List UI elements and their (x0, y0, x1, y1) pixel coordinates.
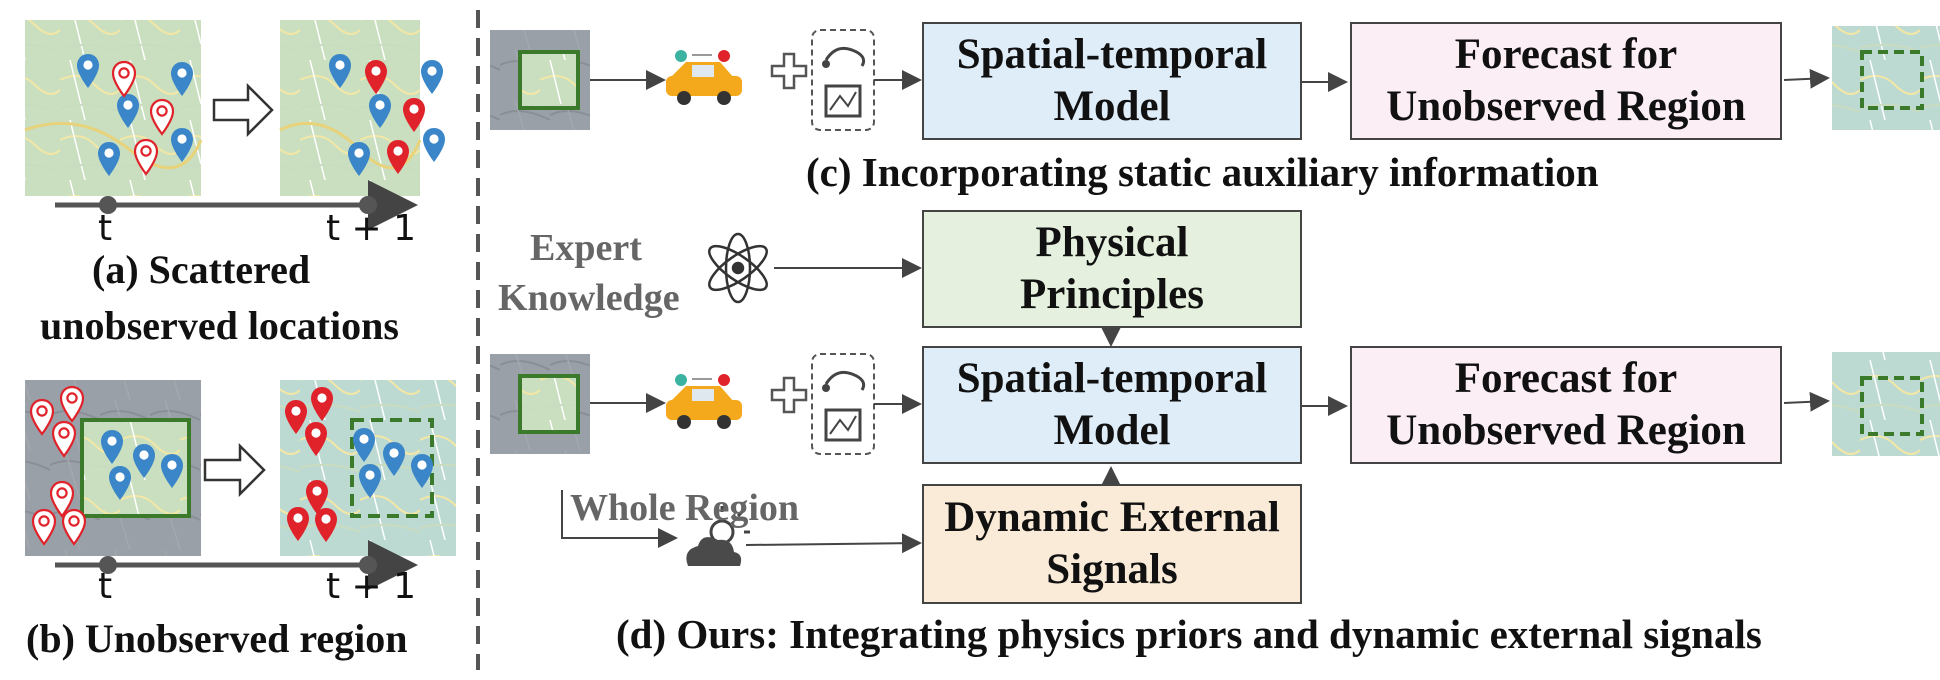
plus-icon (770, 52, 808, 90)
flow-arrow (1783, 68, 1830, 89)
route-map-icon (811, 353, 875, 455)
box-line: Forecast for (1454, 31, 1678, 79)
flow-arrow (745, 533, 922, 554)
caption-a-line2: unobserved locations (40, 303, 399, 348)
map-thumbnail-icon (1832, 352, 1940, 456)
expert-knowledge-label-line2: Knowledge (498, 277, 680, 319)
timeline-dot (359, 556, 377, 574)
map-thumbnail-icon (490, 30, 590, 130)
observed-region-frame (80, 418, 191, 518)
panel-d-graphics (490, 232, 1940, 566)
box-line: Physical (1035, 219, 1189, 267)
arrow-right-icon (203, 442, 266, 498)
box-line: Principles (1020, 271, 1204, 318)
panel-a (24, 20, 445, 230)
whole-region-label: Whole Region (570, 487, 800, 529)
route-map-icon (811, 29, 875, 131)
box-line: Model (1053, 407, 1171, 454)
box-line: Unobserved Region (1386, 83, 1746, 130)
map-thumbnail-icon (1832, 26, 1940, 130)
box-line: Model (1053, 83, 1171, 130)
timeline-label-t-plus-1: t + 1 (326, 566, 417, 607)
box-line: Unobserved Region (1386, 407, 1746, 454)
timeline-label-t-plus-1: t + 1 (326, 208, 417, 249)
timeline-dot (99, 556, 117, 574)
arrow-right-icon (212, 82, 274, 138)
box-line: Signals (1046, 546, 1178, 593)
unobserved-region-frame (350, 418, 434, 518)
flow-arrow (1783, 391, 1830, 412)
box-line: Spatial-temporal (956, 355, 1268, 403)
taxi-icon (666, 374, 742, 429)
atom-icon (708, 232, 768, 304)
timeline-label-t: t (98, 208, 113, 249)
cloud-sun-icon (686, 506, 750, 566)
location-pin-icon (423, 128, 445, 162)
caption-d: (d) Ours: Integrating physics priors and… (616, 611, 1762, 657)
flow-arrow (561, 490, 678, 548)
location-pin-icon (421, 60, 443, 94)
box-line: Dynamic External (944, 494, 1280, 542)
caption-b: (b) Unobserved region (26, 616, 408, 661)
box-line: Spatial-temporal (956, 31, 1268, 79)
expert-knowledge-label-line1: Expert (530, 227, 642, 269)
panel-c-graphics (490, 26, 1940, 131)
caption-c: (c) Incorporating static auxiliary infor… (806, 149, 1599, 195)
timeline-label-t: t (98, 566, 113, 607)
timeline-dot (99, 196, 117, 214)
map-thumbnail-icon (490, 354, 590, 454)
plus-icon (770, 376, 808, 414)
timeline-dot (359, 196, 377, 214)
taxi-icon (666, 50, 742, 105)
caption-a-line1: (a) Scattered (92, 247, 311, 292)
panel-b (25, 380, 456, 590)
box-line: Forecast for (1454, 355, 1678, 403)
